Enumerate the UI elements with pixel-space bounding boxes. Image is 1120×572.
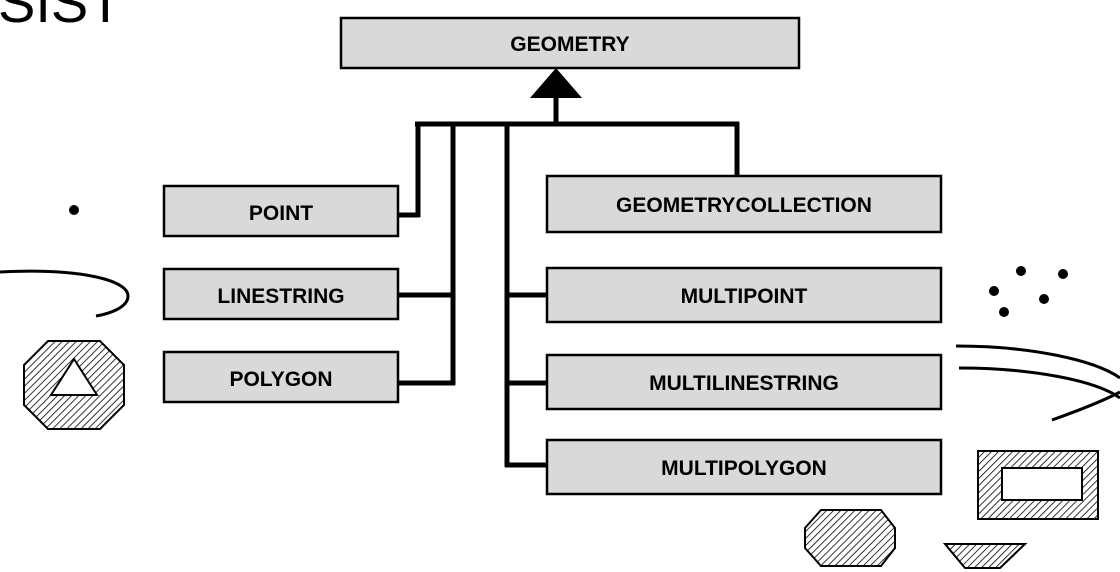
box-geometrycollection-label: GEOMETRYCOLLECTION (616, 194, 872, 217)
polygon-illustration-icon (23, 340, 125, 430)
box-linestring-label: LINESTRING (217, 285, 344, 308)
box-point-label: POINT (249, 202, 313, 225)
box-multipoint-label: MULTIPOINT (681, 285, 808, 308)
box-point: POINT (162, 184, 400, 238)
box-polygon-label: POLYGON (229, 368, 332, 391)
box-multipolygon: MULTIPOLYGON (545, 438, 943, 496)
box-linestring: LINESTRING (162, 267, 400, 321)
multipolygon-illustration-icon (804, 450, 1099, 569)
box-multilinestring-label: MULTILINESTRING (649, 372, 839, 395)
corner-title-fragment: SIST (0, 0, 122, 34)
connector-lines (398, 96, 740, 468)
linestring-illustration-icon (0, 269, 130, 318)
box-polygon: POLYGON (162, 350, 400, 404)
box-multipoint: MULTIPOINT (545, 266, 943, 324)
multipoint-illustration-icon (989, 266, 1068, 317)
box-geometry: GEOMETRY (339, 16, 801, 70)
point-illustration-icon (69, 205, 79, 215)
box-multilinestring: MULTILINESTRING (545, 353, 943, 411)
multilinestring-illustration-icon (955, 344, 1120, 422)
box-geometry-label: GEOMETRY (510, 33, 629, 56)
box-multipolygon-label: MULTIPOLYGON (661, 457, 827, 480)
box-geometrycollection: GEOMETRYCOLLECTION (545, 174, 943, 234)
inheritance-arrow-icon (530, 68, 582, 98)
